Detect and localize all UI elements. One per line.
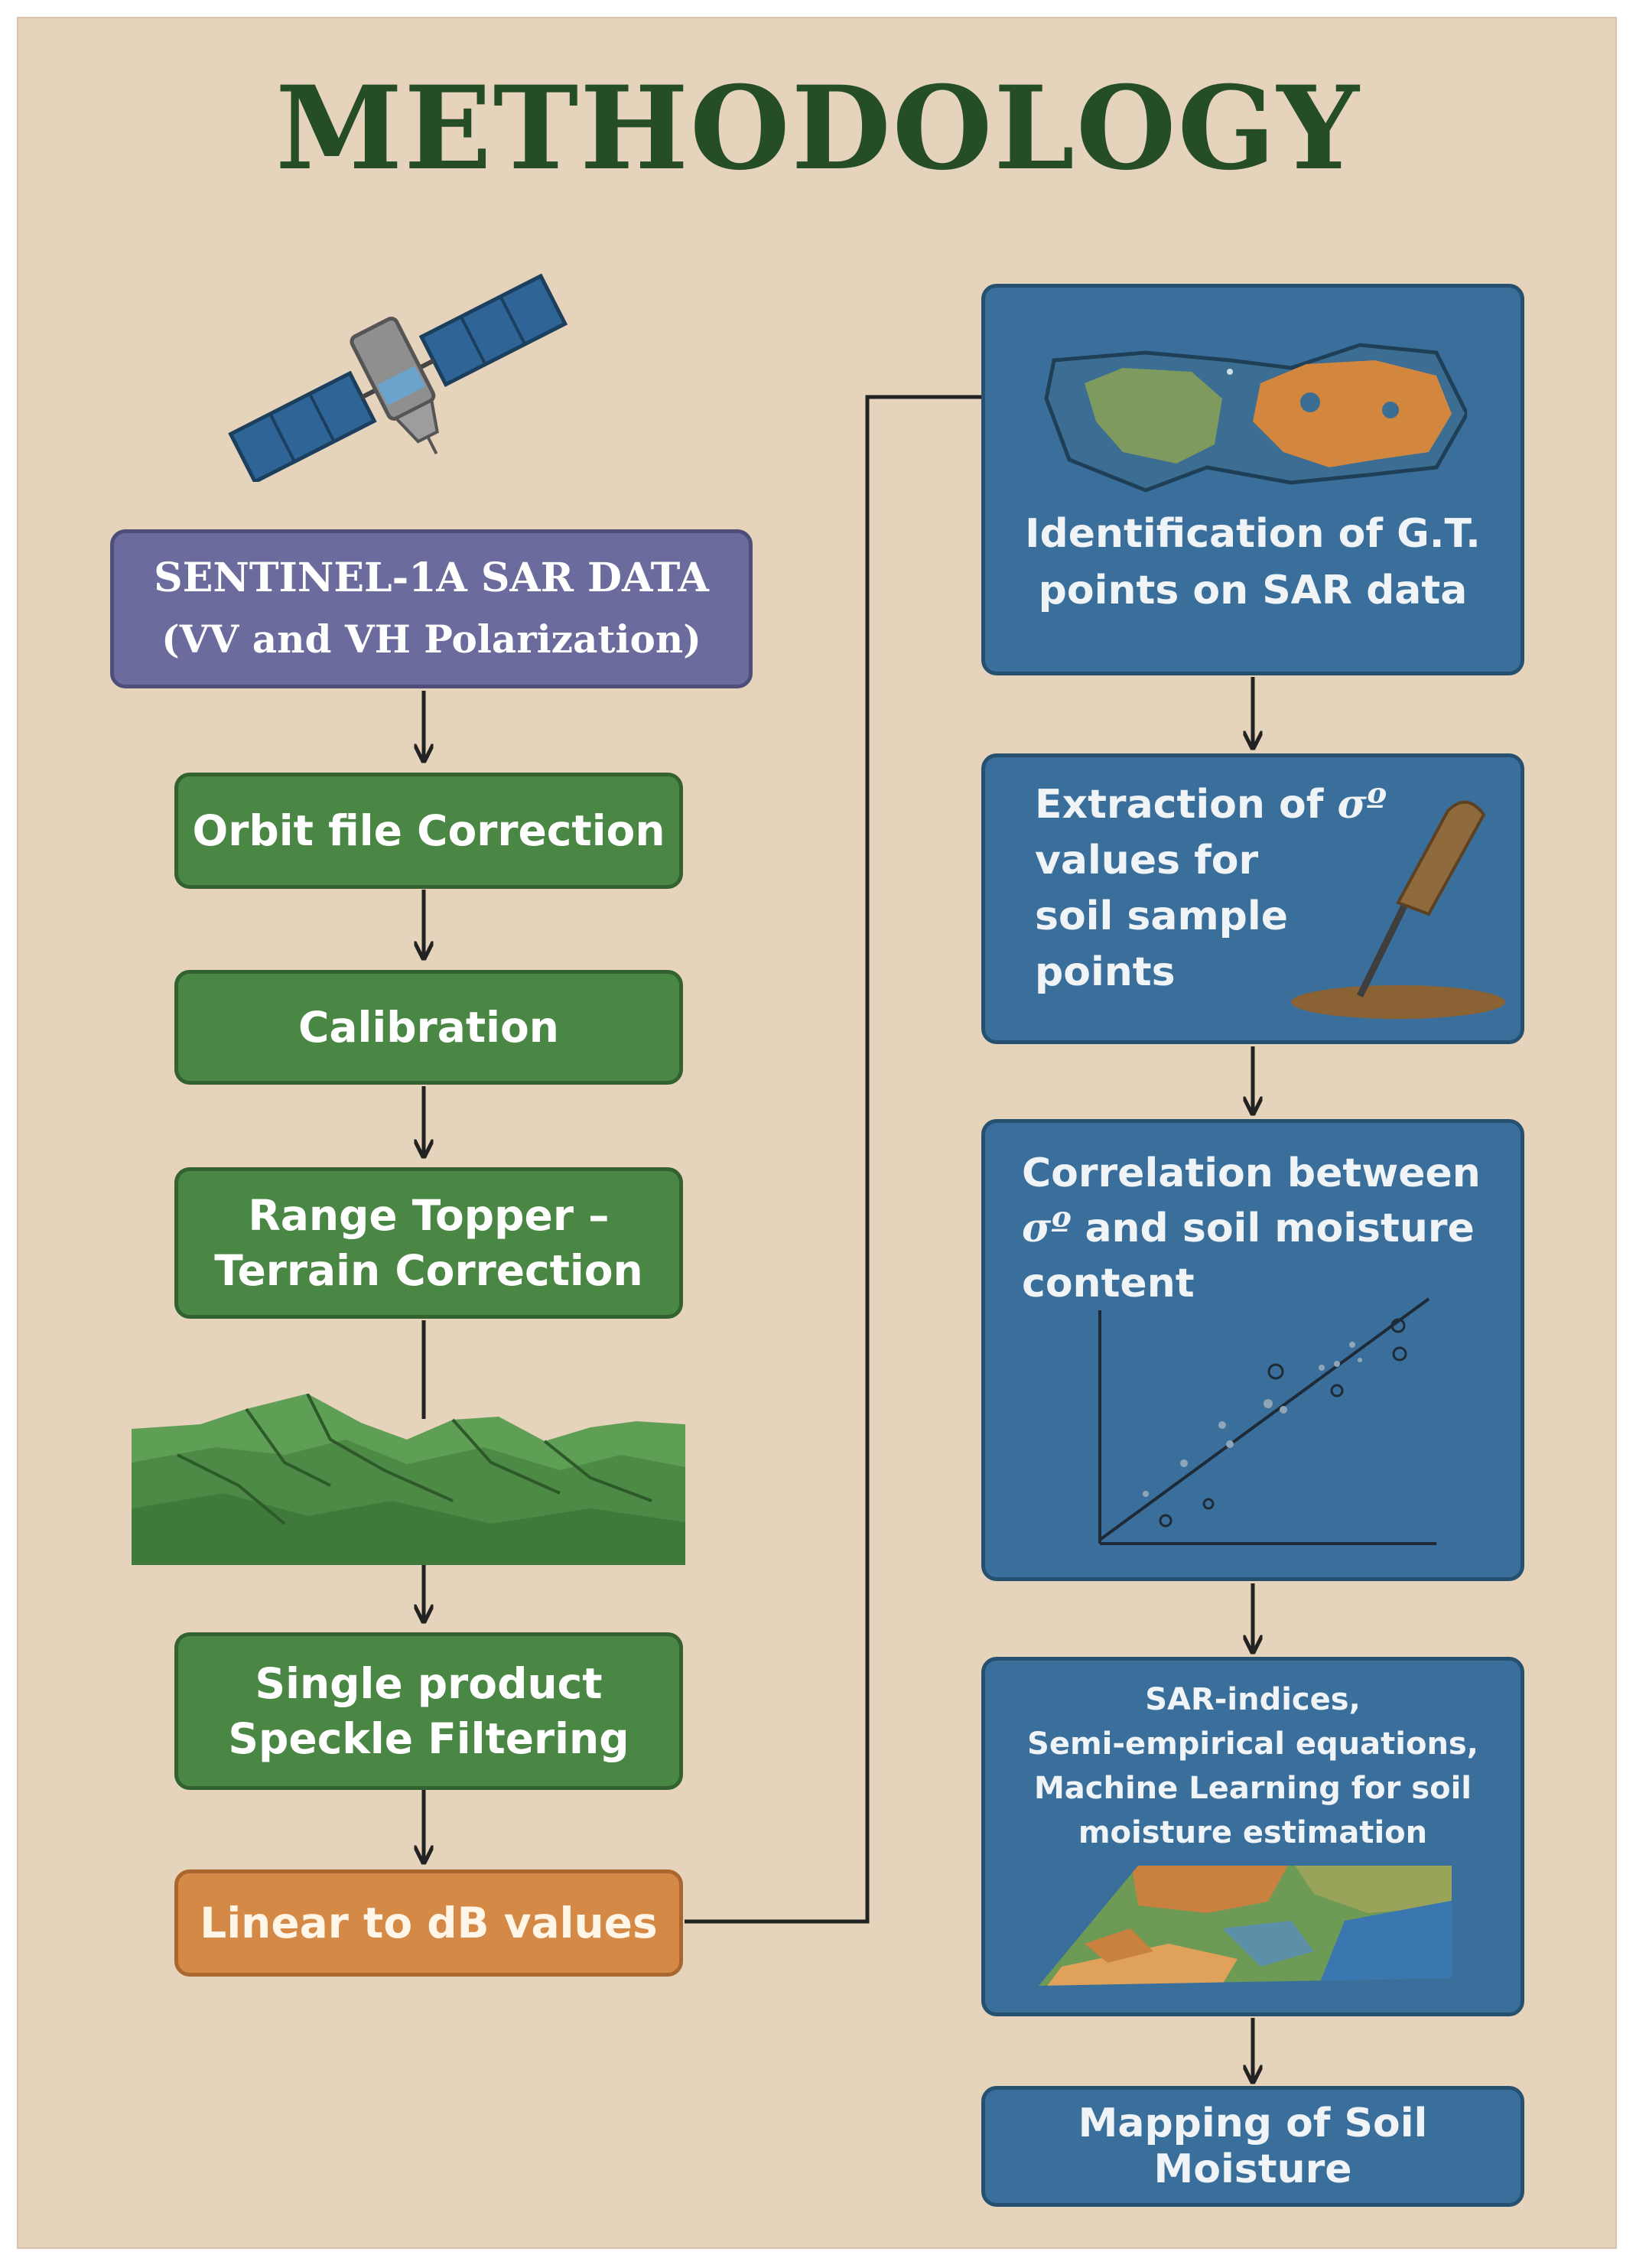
correlation-line2-text: and soil moisture — [1071, 1206, 1475, 1251]
estimation-methods-box: SAR-indices, Semi-empirical equations, M… — [981, 1657, 1524, 2016]
connector-linear-to-identification — [685, 395, 981, 1924]
identification-box: Identification of G.T. points on SAR dat… — [981, 284, 1524, 675]
sentinel-line1: SENTINEL-1A SAR DATA — [154, 555, 709, 601]
calibration-label: Calibration — [298, 1003, 559, 1052]
sentinel-line2: (VV and VH Polarization) — [161, 617, 701, 662]
indices-line1: SAR-indices, — [1145, 1682, 1361, 1717]
speckle-filtering-box: Single product Speckle Filtering — [174, 1632, 683, 1790]
indices-line3: Machine Learning for soil — [1033, 1771, 1472, 1806]
correlation-text: Correlation between σº and soil moisture… — [1022, 1146, 1481, 1311]
satellite-icon — [228, 273, 568, 482]
sigma-symbol: σº — [1022, 1205, 1072, 1251]
linear-to-db-box: Linear to dB values — [174, 1869, 683, 1977]
extraction-line1-text: Extraction of — [1035, 782, 1338, 828]
correlation-box: Correlation between σº and soil moisture… — [981, 1119, 1524, 1581]
extraction-line4: points — [1035, 949, 1176, 995]
moisture-map-icon — [1039, 1866, 1452, 1986]
extraction-line1: Extraction of σº — [1035, 776, 1387, 833]
identification-line1: Identification of G.T. — [1025, 511, 1481, 557]
correlation-line2: σº and soil moisture — [1022, 1201, 1481, 1256]
correlation-line3: content — [1022, 1261, 1195, 1306]
sigma-symbol: σº — [1337, 781, 1387, 828]
sentinel-data-box: SENTINEL-1A SAR DATA (VV and VH Polariza… — [110, 529, 753, 688]
calibration-box: Calibration — [174, 970, 683, 1085]
scatter-plot-icon — [1098, 1297, 1436, 1545]
indices-line4: moisture estimation — [1078, 1815, 1428, 1850]
range-line1: Range Topper – — [248, 1191, 610, 1240]
soil-probe-icon — [1291, 800, 1505, 1019]
mountains-icon — [132, 1394, 685, 1565]
correlation-line1: Correlation between — [1022, 1150, 1481, 1196]
indices-text: SAR-indices, Semi-empirical equations, M… — [1027, 1677, 1478, 1855]
mapping-label: Mapping of Soil Moisture — [1078, 2100, 1428, 2192]
range-line2: Terrain Correction — [214, 1246, 643, 1295]
extraction-line3: soil sample — [1035, 893, 1288, 939]
mapping-box: Mapping of Soil Moisture — [981, 2086, 1524, 2207]
orbit-label: Orbit file Correction — [192, 806, 665, 855]
page-title: METHODOLOGY — [275, 61, 1361, 196]
sar-map-icon — [1044, 343, 1467, 493]
speckle-line1: Single product — [255, 1659, 603, 1708]
extraction-line2: values for — [1035, 838, 1259, 883]
terrain-correction-box: Range Topper – Terrain Correction — [174, 1167, 683, 1319]
speckle-line2: Speckle Filtering — [228, 1714, 629, 1763]
indices-line2: Semi-empirical equations, — [1027, 1726, 1478, 1762]
orbit-correction-box: Orbit file Correction — [174, 773, 683, 889]
extraction-box: Extraction of σº values for soil sample … — [981, 753, 1524, 1044]
extraction-text: Extraction of σº values for soil sample … — [1035, 776, 1387, 1001]
identification-line2: points on SAR data — [1038, 568, 1468, 613]
linear-label: Linear to dB values — [200, 1899, 658, 1947]
